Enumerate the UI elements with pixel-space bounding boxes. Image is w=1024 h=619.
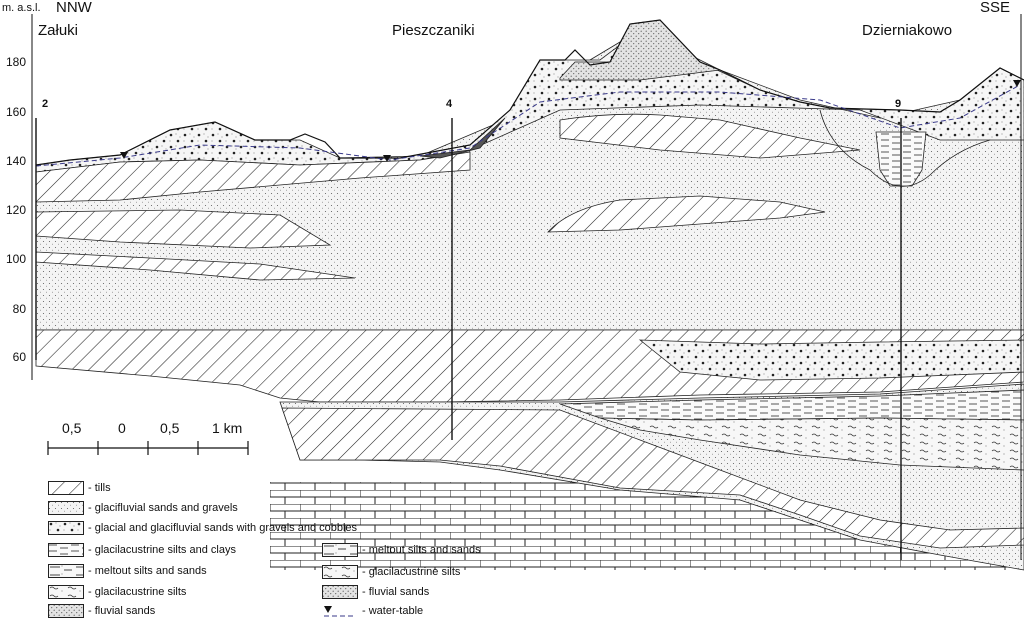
legend-swatch	[48, 564, 84, 578]
legend-item-silts-clays: - glacilacustrine silts and clays	[48, 542, 236, 558]
water-table-marker	[1013, 80, 1021, 87]
legend-label: - fluvial sands	[362, 586, 430, 598]
legend-label: - fluvial sands	[88, 605, 156, 617]
y-tick-label: 160	[5, 105, 26, 119]
meltout-band	[599, 417, 1024, 471]
cobble-band-right	[638, 339, 1024, 381]
legend-label: - glacifluvial sands and gravels	[88, 502, 238, 514]
legend-swatch	[324, 606, 356, 617]
legend-item-glacifluvial: - glacifluvial sands and gravels	[48, 500, 238, 516]
legend-item-fluvial-2: - fluvial sands	[322, 584, 429, 600]
scale-label: 0	[118, 420, 126, 436]
y-axis-label: m. a.s.l.	[2, 2, 41, 14]
place-label: Pieszczaniki	[392, 22, 475, 39]
scale-label: 1 km	[212, 420, 243, 436]
legend-swatch	[48, 481, 84, 495]
fluvial-cap	[559, 19, 721, 81]
borehole-number: 2	[42, 98, 49, 110]
legend-swatch	[48, 585, 84, 599]
scale-label: 0,5	[160, 420, 180, 436]
y-tick-label: 100	[5, 252, 26, 266]
borehole-number: 4	[446, 98, 453, 110]
y-tick-label: 180	[5, 55, 26, 69]
direction-left: NNW	[56, 0, 92, 16]
scale-label: 0,5	[62, 420, 82, 436]
borehole-number: 9	[895, 98, 902, 110]
legend-item-cobbles: - glacial and glacifluvial sands with gr…	[48, 520, 357, 536]
place-label: Dzierniakowo	[862, 22, 953, 39]
legend-label: - meltout silts and sands	[88, 565, 207, 577]
legend-swatch	[322, 565, 358, 579]
meltout-rim	[819, 109, 991, 187]
water-table-marker	[383, 155, 391, 162]
legend-item-glacilacustrine: - glacilacustrine silts	[48, 584, 186, 600]
till-lens-left-2	[35, 251, 356, 281]
legend-item-meltout-2: - meltout silts and sands	[322, 542, 481, 558]
y-tick-label: 140	[5, 154, 26, 168]
legend-label: - water-table	[362, 605, 424, 617]
legend-label: - glacilacustrine silts and clays	[88, 544, 236, 556]
water-table-marker	[120, 152, 128, 159]
legend-item-water-table: - water-table	[322, 603, 423, 619]
legend-label: - meltout silts and sands	[362, 544, 481, 556]
till-lens-left-1	[35, 209, 332, 249]
y-tick-label: 120	[5, 203, 26, 217]
till-lens-right	[559, 113, 861, 159]
water-table-line	[35, 85, 1019, 167]
place-label: Załuki	[38, 22, 79, 39]
legend-swatch	[322, 543, 358, 557]
legend-item-fluvial: - fluvial sands	[48, 603, 155, 619]
till-deep	[281, 407, 1024, 549]
legend-label: - glacial and glacifluvial sands with gr…	[88, 522, 358, 534]
legend-label: - glacilacustrine silts	[88, 586, 187, 598]
legend-item-meltout: - meltout silts and sands	[48, 563, 207, 579]
legend-swatch	[48, 521, 84, 535]
legend-swatch	[48, 604, 84, 618]
legend-item-glacilacustrine-2: - glacilacustrine silts	[322, 564, 460, 580]
y-tick-label: 80	[12, 302, 26, 316]
legend-swatch	[48, 543, 84, 557]
legend-swatch	[322, 585, 358, 599]
legend-swatch	[48, 501, 84, 515]
y-tick-label: 60	[12, 350, 26, 364]
direction-right: SSE	[980, 0, 1011, 16]
legend-item-tills: - tills	[48, 480, 111, 496]
till-lens-mid	[547, 195, 826, 233]
legend-label: - glacilacustrine silts	[362, 566, 461, 578]
till-upper-left	[35, 151, 471, 203]
legend-label: - tills	[88, 482, 111, 494]
terrain-outline	[35, 19, 1024, 166]
